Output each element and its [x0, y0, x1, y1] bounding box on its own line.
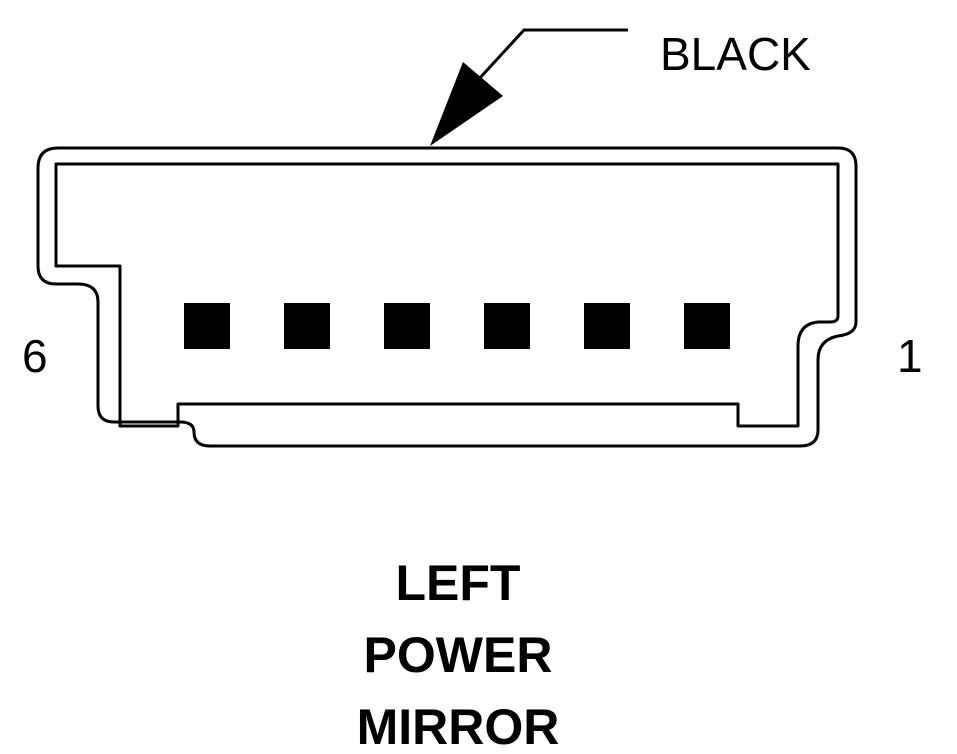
color-leader	[430, 28, 628, 146]
wire-color-label: BLACK	[660, 28, 811, 80]
pin-cavity-3	[484, 303, 530, 349]
connector-title: LEFT POWER MIRROR	[357, 555, 560, 754]
leader-line	[476, 28, 628, 82]
connector-outer-outline	[36, 146, 858, 448]
connector-inner-outline	[54, 162, 840, 428]
pin-cavity-4	[384, 303, 430, 349]
title-line-3: MIRROR	[357, 699, 560, 754]
pin-label-right: 1	[897, 330, 923, 382]
pin-cavity-6	[184, 303, 230, 349]
title-line-1: LEFT	[396, 555, 521, 611]
pin-cavity-2	[584, 303, 630, 349]
pin-cavity-1	[684, 303, 730, 349]
title-line-2: POWER	[364, 627, 553, 683]
pin-cavity-5	[284, 303, 330, 349]
pin-label-left: 6	[22, 330, 48, 382]
leader-arrowhead	[430, 62, 503, 146]
pin-cavities	[184, 303, 730, 349]
